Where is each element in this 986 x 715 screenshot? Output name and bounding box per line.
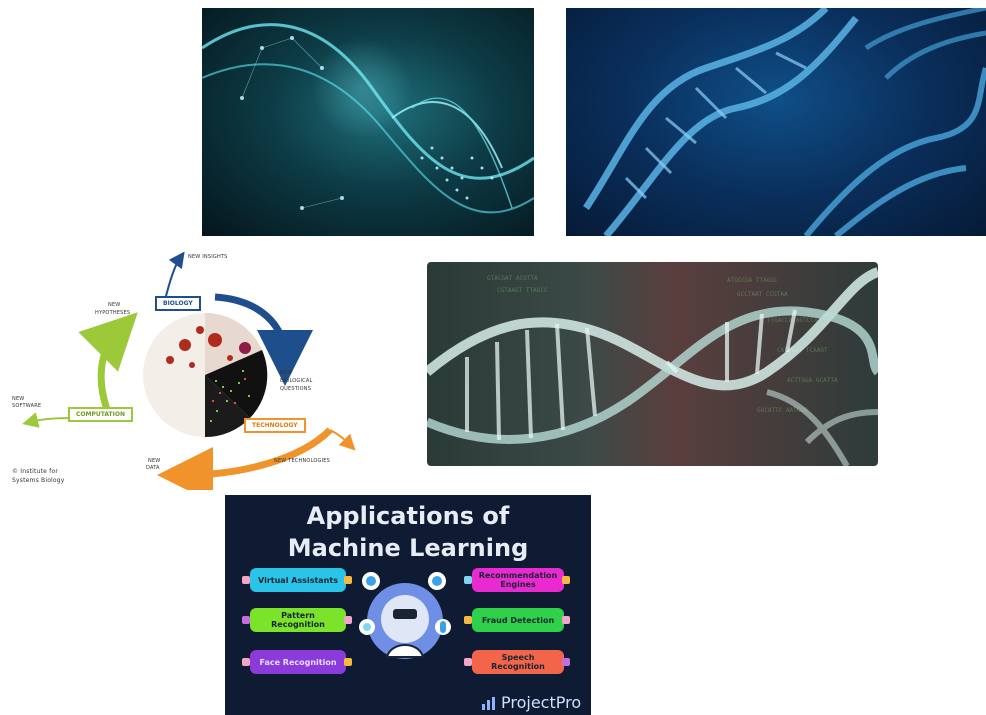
ml-item-pattern-recognition: Pattern Recognition [250, 608, 346, 632]
new-hypotheses-label-2: HYPOTHESES [95, 310, 131, 316]
systems-biology-diagram: BIOLOGY COMPUTATION TECHNOLOGY NEW INSIG… [0, 250, 370, 490]
computation-label: COMPUTATION [68, 407, 133, 422]
pill-tab [344, 658, 352, 666]
new-hypotheses-label-1: NEW [108, 302, 121, 308]
biology-label: BIOLOGY [155, 296, 201, 311]
dna-network-image [202, 8, 534, 236]
new-technologies-label: NEW TECHNOLOGIES [274, 458, 330, 464]
svg-text:GGCATTC AATCGG: GGCATTC AATCGG [757, 407, 808, 414]
pill-tab [464, 576, 472, 584]
credit-label-2: Systems Biology [12, 477, 65, 484]
pill-tab [464, 658, 472, 666]
projectpro-brand: ProjectPro [501, 693, 582, 712]
pill-tab [562, 616, 570, 624]
svg-text:ATGCCGA TTAGGC: ATGCCGA TTAGGC [727, 277, 778, 284]
ml-item-face-recognition: Face Recognition [250, 650, 346, 674]
ml-item-speech-recognition: Speech Recognition [472, 650, 564, 674]
pill-tab [344, 616, 352, 624]
bar-chart-icon [482, 696, 495, 710]
svg-text:ACTTGGA GCATTA: ACTTGGA GCATTA [787, 377, 838, 384]
new-bio-questions-label-2: BIOLOGICAL [280, 378, 313, 384]
svg-text:GTACGAT ACGTTA: GTACGAT ACGTTA [487, 275, 538, 282]
ml-applications-infographic: Applications of Machine Learning Virtual… [225, 495, 591, 715]
pill-tab [464, 616, 472, 624]
credit-label-1: © Institute for [12, 468, 58, 475]
projectpro-logo: ProjectPro [481, 693, 581, 712]
new-bio-questions-label-3: QUESTIONS [280, 386, 312, 392]
pill-tab [562, 658, 570, 666]
technology-label: TECHNOLOGY [244, 418, 306, 433]
blue-dna-image [566, 8, 986, 236]
new-software-label-2: SOFTWARE [12, 403, 42, 409]
new-data-label-2: DATA [146, 465, 160, 471]
new-bio-questions-label-1: NEW [280, 370, 293, 376]
svg-text:CATGGAT TCAAGT: CATGGAT TCAAGT [777, 347, 828, 354]
ml-item-virtual-assistants: Virtual Assistants [250, 568, 346, 592]
new-insights-label: NEW INSIGHTS [188, 254, 228, 260]
ml-title-line1: Applications of [306, 502, 510, 530]
ml-title-line2: Machine Learning [287, 534, 529, 562]
new-software-label-1: NEW [12, 396, 25, 402]
ml-item-fraud-detection: Fraud Detection [472, 608, 564, 632]
new-data-label-1: NEW [148, 458, 161, 464]
pill-tab [242, 658, 250, 666]
pill-tab [242, 576, 250, 584]
dna-data-overlay-image: GTACGAT ACGTTA CGTAAGT TTAGCC ATGCCGA TTA… [427, 262, 878, 466]
svg-text:GCCTAAT CCGTAA: GCCTAAT CCGTAA [737, 291, 788, 298]
robot-head-icon [359, 572, 451, 659]
pill-tab [242, 616, 250, 624]
ml-item-recommendation-engines: Recommendation Engines [472, 568, 564, 592]
svg-text:CGTAAGT TTAGCC: CGTAAGT TTAGCC [497, 287, 548, 294]
pill-tab [562, 576, 570, 584]
pill-tab [344, 576, 352, 584]
